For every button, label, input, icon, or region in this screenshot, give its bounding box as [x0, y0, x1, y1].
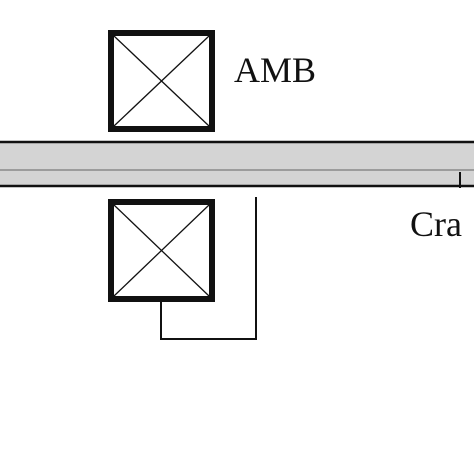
rotor-shaft [0, 140, 474, 188]
sensor-wire [160, 197, 257, 340]
amb-label: AMB [234, 50, 316, 90]
lower-amb-coil [108, 199, 215, 302]
upper-amb-coil-cross-b [113, 35, 210, 127]
crack-label: Cra [410, 204, 462, 244]
upper-amb-coil [108, 30, 215, 132]
shaft-body [0, 140, 474, 188]
lower-amb-coil-cross-b [113, 204, 210, 297]
